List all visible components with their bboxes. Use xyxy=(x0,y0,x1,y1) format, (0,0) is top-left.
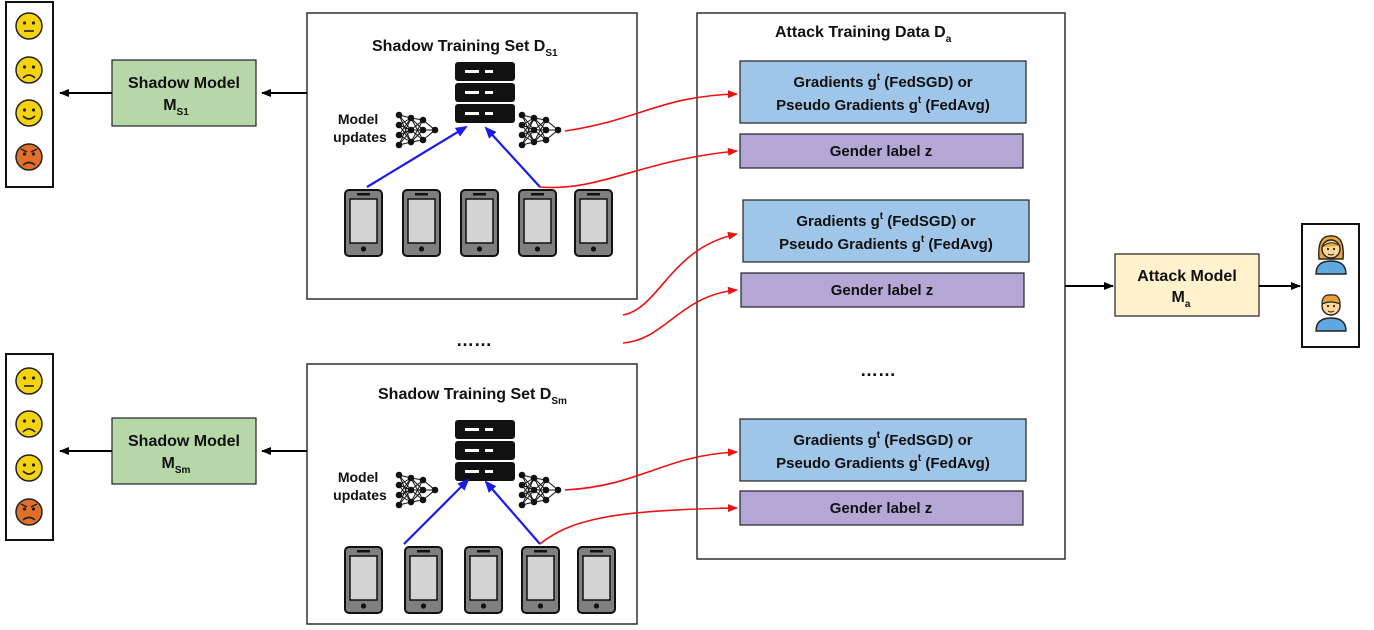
blue-arrow-setm-left xyxy=(403,478,470,545)
attack-data-block: Gradients gt (FedSGD) or Pseudo Gradients… xyxy=(739,418,1027,526)
shadow-model-m-label: Shadow Model xyxy=(128,433,240,450)
phone-icon xyxy=(464,546,503,614)
gender-label-box xyxy=(739,133,1024,169)
shadow-model-1-symbol: MS1 xyxy=(163,97,189,118)
gender-label-text: Gender label z xyxy=(830,143,933,160)
neural-network-icon xyxy=(518,471,562,509)
red-arrow-label-3 xyxy=(539,504,738,545)
attack-data-title: Attack Training Data Da xyxy=(775,24,952,45)
gradient-box xyxy=(742,199,1030,263)
phone-icon xyxy=(460,189,499,257)
red-arrow-gradients-2 xyxy=(622,231,738,316)
emotion-emojis xyxy=(15,12,43,526)
gradient-box xyxy=(739,60,1027,124)
phone-icon xyxy=(577,546,616,614)
gender-output-icons xyxy=(1315,235,1347,332)
phone-icon xyxy=(574,189,613,257)
attack-model-label: Attack Model xyxy=(1137,268,1237,285)
shadow-set-m-title: Shadow Training Set DSm xyxy=(378,386,567,407)
gradient-line-2: Pseudo Gradients gt (FedAvg) xyxy=(776,453,990,472)
angry-face-icon xyxy=(15,498,43,526)
networks xyxy=(395,111,562,509)
happy-face-icon xyxy=(15,99,43,127)
shadow-sets-ellipsis: …… xyxy=(456,330,492,350)
red-arrow-gradients-1 xyxy=(564,90,738,132)
neural-network-icon xyxy=(395,111,439,149)
blue-arrow-set1-right xyxy=(484,126,541,188)
shadow-set-m: Shadow Training Set DSm xyxy=(306,363,638,625)
model-updates-label-m: Model updates xyxy=(333,469,387,503)
gradient-line-2: Pseudo Gradients gt (FedAvg) xyxy=(779,234,993,253)
neural-network-icon xyxy=(395,471,439,509)
woman-icon xyxy=(1315,235,1347,275)
blue-arrow-set1-left xyxy=(366,125,468,188)
happy-face-icon xyxy=(15,454,43,482)
phone-icon xyxy=(402,189,441,257)
attack-data-blocks: Gradients gt (FedSGD) or Pseudo Gradients… xyxy=(739,60,1030,526)
attack-model-symbol: Ma xyxy=(1172,289,1191,310)
phone-icon xyxy=(521,546,560,614)
gender-label-box xyxy=(740,272,1025,308)
gradient-line-1: Gradients gt (FedSGD) or xyxy=(793,72,972,91)
gender-label-text: Gender label z xyxy=(831,282,934,299)
phone-icon xyxy=(344,546,383,614)
neutral-face-icon xyxy=(15,367,43,395)
gradient-line-1: Gradients gt (FedSGD) or xyxy=(796,211,975,230)
gender-label-text: Gender label z xyxy=(830,500,933,517)
sad-face-icon xyxy=(15,56,43,84)
red-arrow-label-1 xyxy=(539,147,738,189)
attack-data-block: Gradients gt (FedSGD) or Pseudo Gradients… xyxy=(739,60,1027,169)
phones xyxy=(344,189,616,614)
blue-arrow-setm-right xyxy=(484,480,541,545)
gradient-line-2: Pseudo Gradients gt (FedAvg) xyxy=(776,95,990,114)
red-arrow-label-2 xyxy=(622,286,738,344)
shadow-model-m: Shadow Model MSm xyxy=(111,417,257,485)
angry-face-icon xyxy=(15,143,43,171)
attack-training-data: Attack Training Data Da …… xyxy=(696,12,1066,560)
shadow-set-1: Shadow Training Set DS1 xyxy=(306,12,638,300)
neural-network-icon xyxy=(518,111,562,149)
sad-face-icon xyxy=(15,410,43,438)
shadow-model-1: Shadow Model MS1 xyxy=(111,59,257,127)
server-icon xyxy=(455,420,515,481)
red-arrow-gradients-3 xyxy=(564,448,738,491)
phone-icon xyxy=(344,189,383,257)
gradient-line-1: Gradients gt (FedSGD) or xyxy=(793,430,972,449)
shadow-model-1-label: Shadow Model xyxy=(128,75,240,92)
server-icon xyxy=(455,62,515,123)
attack-data-ellipsis: …… xyxy=(860,360,896,380)
gradient-box xyxy=(739,418,1027,482)
man-icon xyxy=(1315,294,1347,332)
shadow-set-1-title: Shadow Training Set DS1 xyxy=(372,38,558,59)
model-updates-label-1: Model updates xyxy=(333,111,387,145)
phone-icon xyxy=(518,189,557,257)
shadow-model-m-symbol: MSm xyxy=(162,455,191,476)
gender-label-box xyxy=(739,490,1024,526)
phone-icon xyxy=(404,546,443,614)
attack-model: Attack Model Ma xyxy=(1114,253,1260,317)
servers xyxy=(455,62,515,481)
attack-data-block: Gradients gt (FedSGD) or Pseudo Gradients… xyxy=(740,199,1030,308)
neutral-face-icon xyxy=(15,12,43,40)
